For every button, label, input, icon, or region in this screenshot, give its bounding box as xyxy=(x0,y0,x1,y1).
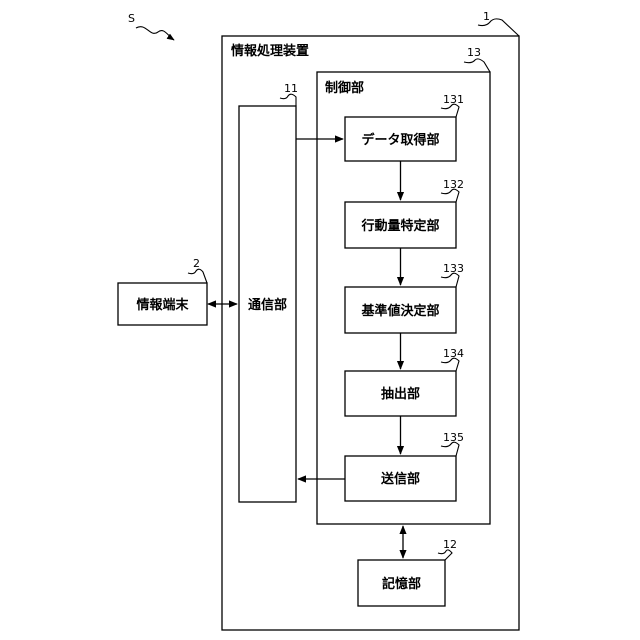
apparatus-label: 情報処理装置 xyxy=(231,43,309,59)
system-label: S xyxy=(128,12,135,25)
control-unit-ref: 13 xyxy=(467,46,481,59)
storage-unit-label: 記憶部 xyxy=(382,576,421,592)
communication-unit-ref: 11 xyxy=(284,82,298,95)
system-label-leader xyxy=(136,27,174,40)
control-unit-label: 制御部 xyxy=(325,80,364,96)
module-label-134: 抽出部 xyxy=(381,386,420,402)
module-label-131: データ取得部 xyxy=(361,132,439,148)
module-label-135: 送信部 xyxy=(380,471,420,487)
terminal-ref: 2 xyxy=(193,257,200,270)
terminal-label: 情報端末 xyxy=(136,297,189,313)
storage-unit-ref: 12 xyxy=(443,538,457,551)
apparatus-ref: 1 xyxy=(483,10,490,23)
communication-unit-label: 通信部 xyxy=(248,297,287,313)
terminal-ref-leader xyxy=(188,269,207,283)
module-label-133: 基準値決定部 xyxy=(360,303,439,319)
module-label-132: 行動量特定部 xyxy=(360,218,439,234)
